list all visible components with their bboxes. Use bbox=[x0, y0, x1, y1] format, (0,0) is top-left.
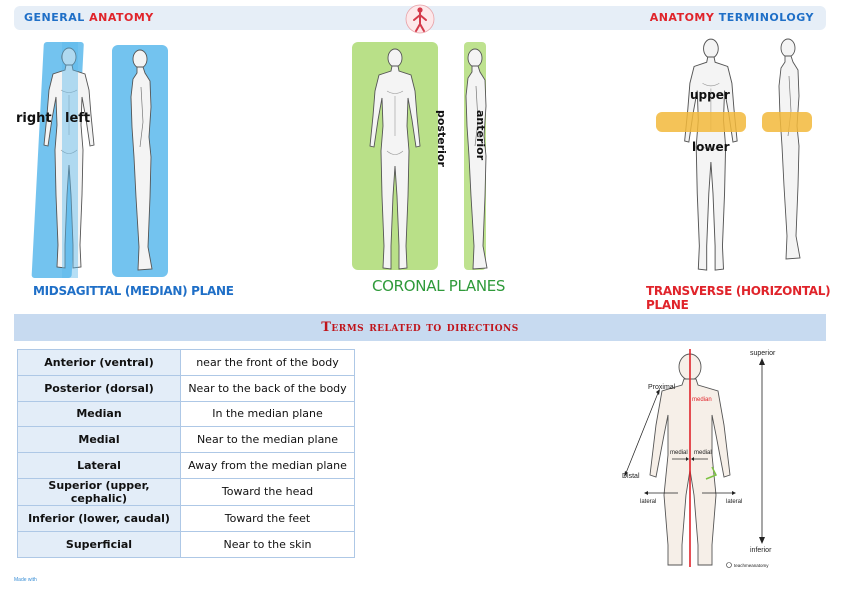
transverse-illustration bbox=[650, 36, 830, 276]
directions-table: Anterior (ventral)near the front of the … bbox=[17, 349, 355, 558]
header-anatomy-right: ANATOMY bbox=[649, 11, 715, 24]
table-row: Superior (upper, cephalic)Toward the hea… bbox=[17, 477, 355, 506]
term-cell: Posterior (dorsal) bbox=[17, 374, 181, 402]
definition-cell: Near to the median plane bbox=[180, 426, 355, 454]
diagram-median-label: median bbox=[692, 397, 712, 403]
diagram-lateral-left-label: lateral bbox=[640, 499, 656, 505]
diagram-distal-label: Distal bbox=[622, 473, 640, 480]
label-left: left bbox=[65, 111, 91, 126]
definition-cell: In the median plane bbox=[180, 400, 355, 428]
table-row: Posterior (dorsal)Near to the back of th… bbox=[17, 374, 355, 402]
header-title-left: GENERAL ANATOMY bbox=[24, 11, 154, 24]
definition-cell: Away from the median plane bbox=[180, 452, 355, 479]
table-row: Inferior (lower, caudal)Toward the feet bbox=[17, 504, 355, 532]
section-title: Terms related to directions bbox=[321, 320, 519, 335]
midsagittal-illustration bbox=[14, 40, 174, 280]
section-band: Terms related to directions bbox=[14, 314, 826, 341]
label-upper: upper bbox=[690, 88, 730, 102]
label-posterior: posterior bbox=[435, 110, 448, 167]
diagram-medial-left-label: medial bbox=[670, 450, 688, 456]
coronal-illustration bbox=[350, 40, 500, 275]
footer-made-with: Made with bbox=[14, 577, 37, 583]
definition-cell: Near to the back of the body bbox=[180, 374, 355, 402]
diagram-medial-right-label: medial bbox=[694, 450, 712, 456]
term-cell: Anterior (ventral) bbox=[17, 349, 181, 376]
term-cell: Median bbox=[17, 400, 181, 428]
header-title-right: ANATOMY TERMINOLOGY bbox=[650, 11, 814, 24]
diagram-inferior-label: inferior bbox=[750, 547, 772, 554]
page-header: GENERAL ANATOMY ANATOMY TERMINOLOGY bbox=[14, 4, 826, 34]
term-cell: Inferior (lower, caudal) bbox=[17, 504, 181, 532]
header-terminology: TERMINOLOGY bbox=[718, 11, 814, 24]
term-cell: Lateral bbox=[17, 452, 181, 479]
term-cell: Medial bbox=[17, 426, 181, 454]
diagram-superior-label: superior bbox=[750, 350, 776, 357]
term-cell: Superior (upper, cephalic) bbox=[17, 477, 181, 506]
diagram-lateral-right-label: lateral bbox=[726, 499, 742, 505]
definition-cell: Toward the feet bbox=[180, 504, 355, 532]
header-general: GENERAL bbox=[24, 11, 85, 24]
definition-cell: Toward the head bbox=[180, 477, 355, 506]
definition-cell: Near to the skin bbox=[180, 530, 355, 558]
term-cell: Superficial bbox=[17, 530, 181, 558]
human-figure-icon bbox=[405, 4, 435, 34]
diagram-credit: teachmeanatomy bbox=[734, 563, 769, 568]
label-anterior: anterior bbox=[474, 110, 487, 161]
definition-cell: near the front of the body bbox=[180, 349, 355, 376]
diagram-proximal-label: Proximal bbox=[648, 384, 676, 391]
label-lower: lower bbox=[692, 140, 730, 154]
directional-terms-diagram: superior inferior Proximal Distal median… bbox=[612, 345, 782, 570]
coronal-caption: CORONAL PLANES bbox=[372, 277, 506, 295]
table-row: Anterior (ventral)near the front of the … bbox=[17, 349, 355, 376]
label-right: right bbox=[16, 111, 52, 126]
midsagittal-caption: MIDSAGITTAL (MEDIAN) PLANE bbox=[33, 284, 234, 298]
transverse-caption: TRANSVERSE (HORIZONTAL) PLANE bbox=[646, 284, 831, 312]
header-anatomy: ANATOMY bbox=[89, 11, 154, 24]
